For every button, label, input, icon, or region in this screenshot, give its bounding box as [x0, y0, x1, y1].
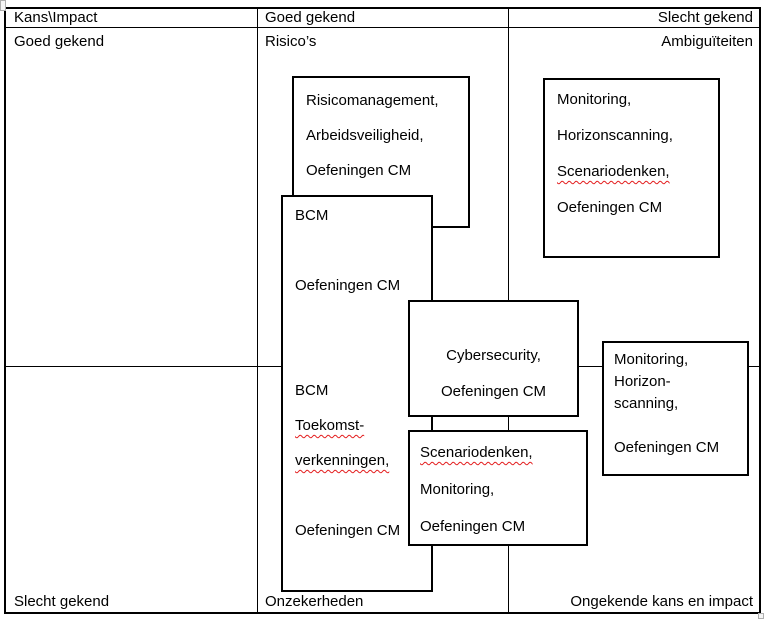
cell-risicos: Risico’s — [265, 33, 317, 50]
box-text-line: BCM — [295, 207, 329, 224]
box-text-line: Horizonscanning, — [557, 127, 673, 144]
cell-onzekerheden: Onzekerheden — [265, 593, 364, 610]
box-text-line: verkenningen, — [295, 452, 390, 469]
textbox-monitoring-horizon-scanning: Monitoring, Horizon-scanning, Oefeningen … — [602, 341, 749, 476]
box-text-line: Horizon- — [614, 373, 671, 390]
box-text-line: Scenariodenken, — [557, 163, 670, 180]
box-text-line: Toekomst- — [295, 417, 365, 434]
box-text-line: scanning, — [614, 395, 679, 412]
box-text-line: Monitoring, — [420, 481, 495, 498]
box-text-line: Oefeningen CM — [420, 518, 526, 535]
box-text-line: Cybersecurity, — [446, 347, 541, 364]
box-text-line: Monitoring, — [557, 91, 632, 108]
column-header-goed-gekend: Goed gekend — [265, 9, 356, 26]
box-text-line: Oefeningen CM — [295, 277, 401, 294]
corner-header-label: Kans\Impact — [14, 9, 98, 26]
cell-ambiguiteiten: Ambiguïteiten — [661, 33, 753, 50]
box-text-line: Oefeningen CM — [295, 522, 401, 539]
box-text-line: Risicomanagement, — [306, 92, 439, 109]
box-text-line — [614, 415, 745, 437]
box-text-line: Oefeningen CM — [614, 439, 720, 456]
box-text-line: Oefeningen CM — [557, 199, 663, 216]
box-text-line: Arbeidsveiligheid, — [306, 127, 424, 144]
box-text-line: Monitoring, — [614, 351, 689, 368]
textbox-cybersecurity: Cybersecurity, Oefeningen CM — [408, 300, 579, 417]
row-label-slecht-gekend: Slecht gekend — [14, 593, 110, 610]
selection-handle-artifact — [758, 613, 764, 619]
column-divider-1 — [257, 7, 258, 614]
textbox-scenariodenken: Scenariodenken, Monitoring, Oefeningen CM — [408, 430, 588, 546]
box-text-line: BCM — [295, 382, 329, 399]
box-text-line — [295, 233, 429, 268]
box-text-line: Oefeningen CM — [306, 162, 412, 179]
row-label-goed-gekend: Goed gekend — [14, 33, 105, 50]
box-text-line: Scenariodenken, — [420, 444, 533, 461]
header-row-divider — [4, 27, 761, 28]
textbox-bcm: BCM Oefeningen CM BCM Toekomst-verkenning… — [281, 195, 433, 592]
textbox-risicomanagement: Risicomanagement, Arbeidsveiligheid, Oefen… — [292, 76, 470, 228]
cell-ongekende-kans-en-impact: Ongekende kans en impact — [570, 593, 753, 610]
column-header-slecht-gekend: Slecht gekend — [657, 9, 753, 26]
selection-handle-artifact — [0, 0, 6, 11]
box-text-line: Oefeningen CM — [440, 383, 547, 400]
textbox-monitoring-horizonscanning: Monitoring, Horizonscanning, Scenariodenke… — [543, 78, 720, 258]
